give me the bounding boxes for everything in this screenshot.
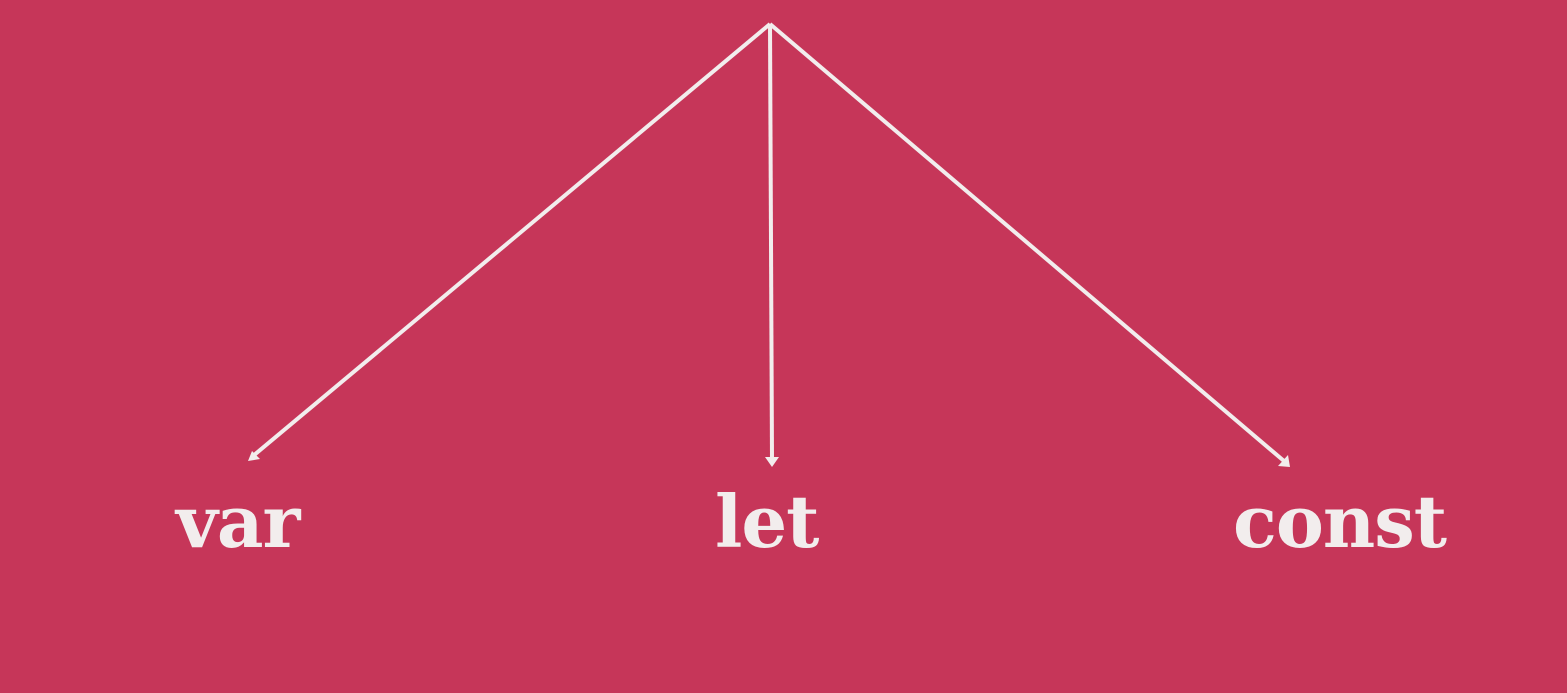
arrowhead-let-icon xyxy=(765,457,779,467)
arrow-to-const xyxy=(768,22,1286,463)
arrow-to-let xyxy=(768,23,774,462)
arrowhead-var-icon xyxy=(248,451,260,461)
node-label-let: let xyxy=(715,479,819,564)
node-label-const: const xyxy=(1233,479,1447,564)
arrow-to-var xyxy=(251,22,772,458)
arrowhead-const-icon xyxy=(1278,455,1290,467)
node-label-var: var xyxy=(176,479,300,564)
